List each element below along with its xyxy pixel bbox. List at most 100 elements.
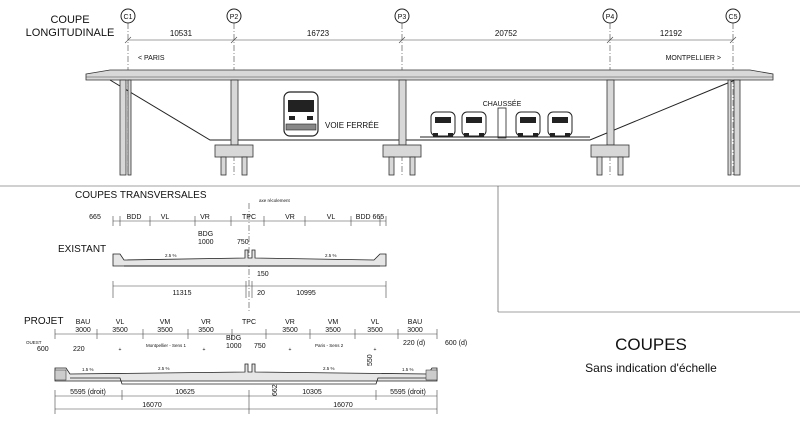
support-label: P3 [398,14,407,21]
project-dim-total: 16070 [142,402,162,409]
project-carriage-right: Paris - Sens 2 [315,343,344,348]
project-slope-right: 2.5 % [323,366,335,371]
lane-marker-icon: + [374,347,377,353]
lane-name: VM [160,319,171,326]
project-dim: 10305 [302,389,322,396]
frame-lines [0,185,800,313]
support-label: C1 [124,14,133,21]
info-box: COUPES Sans indication d'échelle [585,335,717,375]
direction-paris: < PARIS [138,55,165,62]
existing-top-label: 665 [89,214,101,221]
project-tpc-width: 750 [254,343,266,350]
edge-blocks-left [54,369,67,381]
existing-top-label: TPC [242,214,256,221]
existing-gap: 150 [257,271,269,278]
span-label: 12192 [660,29,683,38]
car-icon [547,111,573,137]
project-label: PROJET [24,316,63,327]
project-carriage-left: Montpellier - Sens 1 [146,343,187,348]
existing-dim: 20 [257,290,265,297]
car-icon [430,111,456,137]
project-slope-outer-right: 1.5 % [402,367,414,372]
lane-width: 3500 [367,327,383,334]
axis-note: axe récolement [259,198,291,203]
span-dimensions: 10531 16723 20752 12192 [124,29,737,44]
project-dim: 5595 (droit) [70,389,106,396]
existing-bdg-value: 1000 [198,239,214,246]
project-right-edge: 600 (d) [445,340,467,347]
existing-dim: 10995 [296,290,316,297]
lane-name: VL [116,319,125,326]
lane-width: 3500 [325,327,341,334]
info-subtitle: Sans indication d'échelle [585,361,717,375]
lane-marker-icon: + [289,347,292,353]
lane-name: BAU [408,319,422,326]
span-label: 10531 [170,29,193,38]
existing-top-label: VR [200,214,210,221]
lane-width: 3500 [112,327,128,334]
existing-label: EXISTANT [58,244,106,255]
edge-blocks-right [425,369,438,381]
existing-top-label: VR [285,214,295,221]
project-section: PROJET BAU 3000 VL 3500 VM 3500 VR 3500 … [24,316,467,414]
lane-width: 3500 [157,327,173,334]
project-slope-left: 2.5 % [158,366,170,371]
railway-label: VOIE FERRÉE [325,121,379,130]
project-left-offset: 220 [73,346,85,353]
existing-dim: 11315 [173,290,192,297]
project-right-offset: 220 (d) [403,340,425,347]
lane-marker-icon: + [119,347,122,353]
lane-width: 3000 [407,327,423,334]
lane-name: VR [285,319,295,326]
lane-name: BAU [76,319,90,326]
existing-tpc-width: 750 [237,239,249,246]
lane-name: VM [328,319,339,326]
span-label: 20752 [495,29,518,38]
lane-width: 3000 [75,327,91,334]
existing-section: EXISTANT 665 BDD VL VR TPC VR VL BDD 665… [58,214,387,298]
existing-slope-right: 2.5 % [325,253,337,258]
existing-bdg: BDG [198,231,213,238]
support-label: P2 [230,14,239,21]
pier-p2 [214,79,254,176]
car-icon [515,111,541,137]
lane-name: VR [201,319,211,326]
existing-slope-left: 2.5 % [165,253,177,258]
project-dim: 5595 (droit) [390,389,426,396]
transverse-title: COUPES TRANSVERSALES [75,190,207,201]
project-height-right: 550 [367,354,374,366]
lane-width: 3500 [282,327,298,334]
longitudinal-title-line2: LONGITUDINALE [26,27,115,39]
existing-top-label: VL [327,214,336,221]
support-label: C5 [729,14,738,21]
support-c5: C5 [725,8,741,175]
lane-name: VL [371,319,380,326]
project-slope-outer-left: 1.5 % [82,367,94,372]
train-icon [283,91,319,137]
span-label: 16723 [307,29,330,38]
existing-top-label: VL [161,214,170,221]
info-title: COUPES [615,335,687,354]
lane-width: 3500 [198,327,214,334]
project-dim: 10625 [175,389,195,396]
longitudinal-section: COUPE LONGITUDINALE C1 P2 P3 P4 C5 [26,8,774,176]
project-left-edge: 600 [37,346,49,353]
lane-marker-icon: + [203,347,206,353]
support-label: P4 [606,14,615,21]
existing-top-label: BDD [127,214,142,221]
project-bdg: BDG [226,335,241,342]
bridge-deck [85,69,774,176]
direction-montpellier: MONTPELLIER > [666,55,721,62]
longitudinal-title-line1: COUPE [50,14,89,26]
pier-p3 [382,79,422,176]
car-icon [461,111,487,137]
project-height-center: 662 [272,384,279,396]
pier-p4 [590,79,630,176]
road-label: CHAUSSÉE [483,99,522,108]
lane-name: TPC [242,319,256,326]
project-dim-total: 16070 [333,402,353,409]
project-ouest: OUEST [26,340,42,345]
existing-top-label: BDD 665 [356,214,385,221]
project-bdg-value: 1000 [226,343,242,350]
